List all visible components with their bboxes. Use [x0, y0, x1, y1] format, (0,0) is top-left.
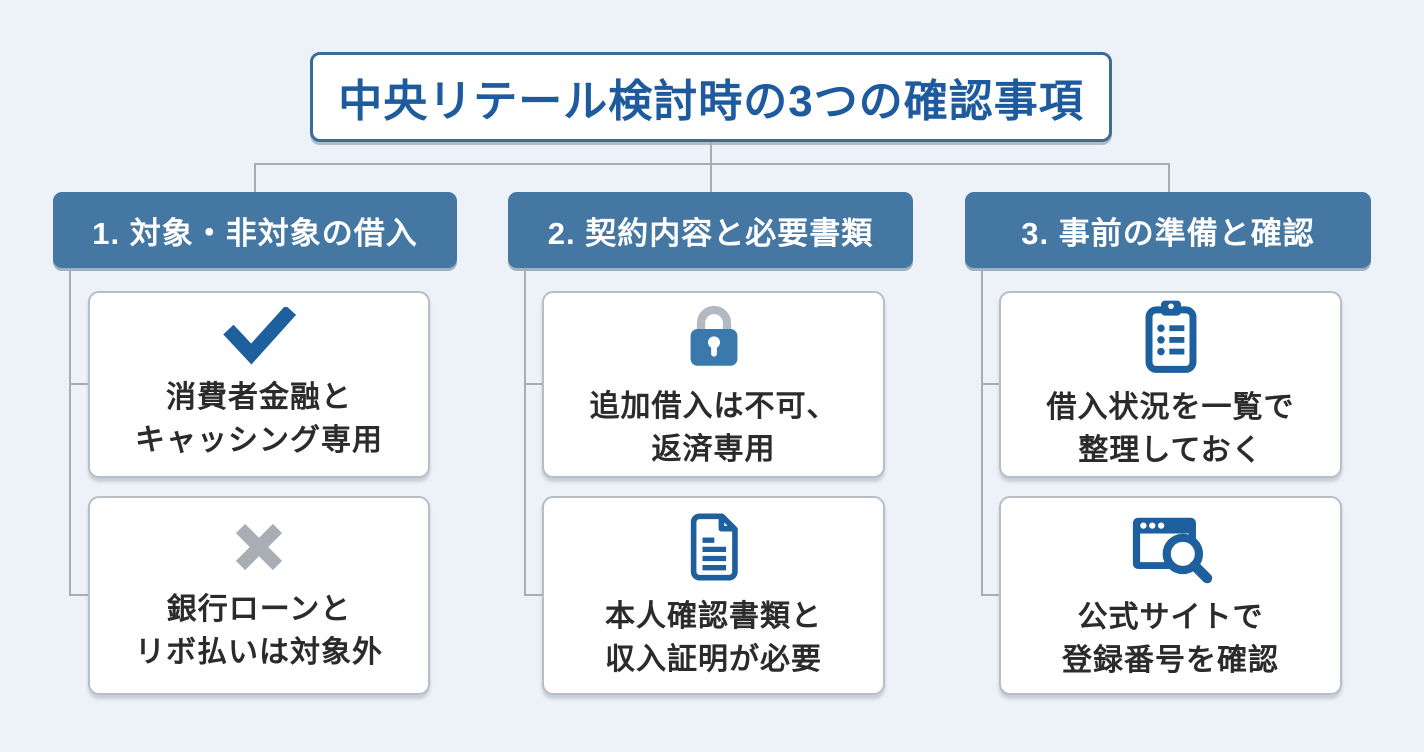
card-required-documents: 本人確認書類と 収入証明が必要 [542, 496, 885, 695]
page-title: 中央リテール検討時の3つの確認事項 [338, 77, 1084, 126]
card-text: 追加借入は不可、 返済専用 [589, 389, 838, 466]
card-verify-registration: 公式サイトで 登録番号を確認 [999, 496, 1342, 695]
document-icon [683, 510, 745, 584]
connector-horizontal [254, 163, 1170, 165]
card-repayment-only: 追加借入は不可、 返済専用 [542, 291, 885, 478]
connector-stub-col3 [1168, 165, 1170, 192]
bracket-col2-stub-card1 [524, 383, 542, 385]
bracket-col3-vertical [981, 268, 983, 595]
check-icon [219, 306, 299, 365]
connector-stub-col1 [254, 165, 256, 192]
column-header-2: 2. 契約内容と必要書類 [508, 192, 913, 268]
column-header-1-label: 1. 対象・非対象の借入 [92, 215, 418, 251]
connector-title-stem [710, 142, 712, 163]
bracket-col3-stub-card1 [981, 383, 999, 385]
card-excluded-loans: 銀行ローンと リボ払いは対象外 [88, 496, 430, 695]
browser-search-icon [1125, 509, 1217, 585]
bracket-col1-stub-card1 [69, 383, 88, 385]
bracket-col2-vertical [524, 268, 526, 595]
bracket-col2-stub-card2 [524, 594, 542, 596]
title-box: 中央リテール検討時の3つの確認事項 [310, 52, 1112, 142]
card-text: 消費者金融と キャッシング専用 [135, 380, 383, 457]
card-text: 公式サイトで 登録番号を確認 [1062, 600, 1279, 677]
card-eligible-loans: 消費者金融と キャッシング専用 [88, 291, 430, 478]
clipboard-icon [1139, 297, 1203, 375]
column-header-1: 1. 対象・非対象の借入 [53, 192, 457, 268]
column-header-3: 3. 事前の準備と確認 [965, 192, 1371, 268]
cross-icon [229, 517, 289, 577]
card-text: 借入状況を一覧で 整理しておく [1046, 390, 1295, 467]
connector-stub-col2 [710, 165, 712, 192]
bracket-col3-stub-card2 [981, 594, 999, 596]
card-organize-borrowings: 借入状況を一覧で 整理しておく [999, 291, 1342, 478]
column-header-2-label: 2. 契約内容と必要書類 [547, 215, 874, 251]
card-text: 本人確認書類と 収入証明が必要 [605, 599, 822, 676]
lock-icon [676, 298, 752, 374]
bracket-col1-stub-card2 [69, 594, 88, 596]
column-header-3-label: 3. 事前の準備と確認 [1021, 215, 1315, 251]
card-text: 銀行ローンと リボ払いは対象外 [135, 592, 383, 669]
bracket-col1-vertical [69, 268, 71, 595]
